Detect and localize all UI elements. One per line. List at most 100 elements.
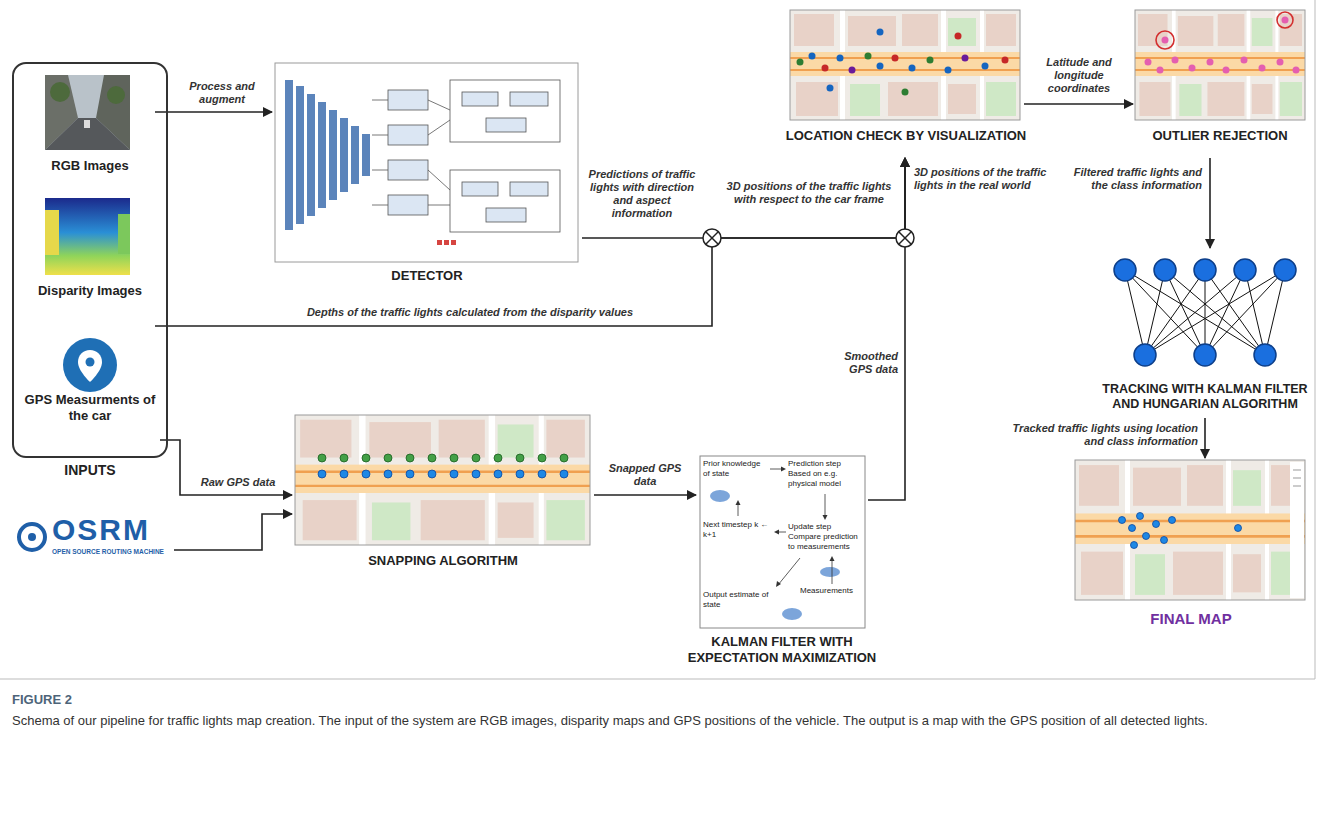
snapping-map <box>472 470 480 478</box>
detector-network-figure <box>285 80 370 230</box>
detector-network-figure <box>318 102 326 208</box>
osrm-logo-ring <box>19 524 45 550</box>
final-map <box>1161 537 1168 544</box>
kalman-cycle-figure <box>736 500 741 505</box>
bipartite-graph <box>1145 270 1245 355</box>
bipartite-graph <box>1114 259 1136 281</box>
snapping-map <box>450 470 458 478</box>
bipartite-graph <box>1265 270 1285 355</box>
multiply-junction <box>703 229 721 247</box>
outlier-rejection-map <box>1135 10 1305 120</box>
gps-input: GPS Measurments of the car <box>20 336 160 450</box>
outlier-rejection-map <box>1172 57 1179 64</box>
detector-network-figure <box>388 125 428 145</box>
figure-caption: Schema of our pipeline for traffic light… <box>12 712 1302 730</box>
snapping-map <box>340 470 348 478</box>
snapping-map <box>318 454 568 462</box>
bipartite-graph <box>1114 259 1296 366</box>
flow-arrow <box>155 111 272 113</box>
process-box: OUTLIER REJECTION <box>1133 8 1307 158</box>
snapping-map <box>295 415 590 545</box>
disparity-map <box>118 214 130 254</box>
kalman-cycle-figure <box>830 556 835 561</box>
snapping-map <box>362 454 370 462</box>
bipartite-graph <box>1154 259 1176 281</box>
kalman-cycle-figure <box>782 608 802 620</box>
rgb-street-photo <box>50 82 70 102</box>
detector-network-figure <box>285 80 293 230</box>
outlier-rejection-map <box>1223 67 1230 74</box>
flow-arrow <box>594 494 696 496</box>
outlier-rejection-map <box>1145 59 1152 66</box>
location-check-map <box>909 65 916 72</box>
snapping-map <box>295 415 590 545</box>
figure-number: FIGURE 2 <box>12 692 312 707</box>
location-check-map <box>797 59 804 66</box>
snapping-map <box>428 454 436 462</box>
bipartite-graph <box>1145 270 1165 355</box>
detector-network-figure <box>372 100 388 101</box>
detector-network-figure <box>444 240 449 245</box>
bipartite-graph <box>1125 270 1265 355</box>
detector-network-figure <box>329 110 337 200</box>
multiply-junction <box>706 232 718 244</box>
location-check-map <box>827 85 834 92</box>
final-map <box>1075 460 1305 600</box>
location-check-map <box>790 10 1020 120</box>
flow-arrow <box>155 158 905 326</box>
node-caption: LOCATION CHECK BY VISUALIZATION <box>774 128 1038 144</box>
flow-arrow <box>1204 418 1206 458</box>
snapping-map <box>494 470 502 478</box>
kalman-cycle-figure <box>776 581 781 587</box>
detector-network-figure <box>428 170 450 190</box>
detector-network-figure <box>428 100 450 110</box>
detector-network-figure <box>372 205 388 206</box>
outlier-rejection-map <box>1157 67 1164 74</box>
bipartite-graph <box>1254 344 1276 366</box>
multiply-junction <box>703 229 721 247</box>
final-map <box>1119 517 1126 524</box>
final-map <box>1293 478 1301 479</box>
bipartite-graph <box>1245 270 1265 355</box>
location-check-map <box>790 10 1020 120</box>
detector-network-figure <box>388 195 428 215</box>
detector-network-figure <box>462 182 498 196</box>
multiply-junction <box>896 229 914 247</box>
kalman-cycle-figure <box>778 558 800 585</box>
osrm-logo: OSRMOPEN SOURCE ROUTING MACHINE <box>14 508 174 568</box>
figure-text: Prior knowledge of state <box>703 459 767 479</box>
outlier-rejection-map <box>1241 57 1248 64</box>
snapping-map <box>494 454 502 462</box>
location-check-map <box>962 55 969 62</box>
edge-label: Smoothed GPS data <box>826 350 898 376</box>
bipartite-graph <box>1205 270 1265 355</box>
detector-network-figure <box>510 182 548 196</box>
node-caption: OUTLIER REJECTION <box>1133 128 1307 144</box>
bipartite-graph <box>1205 270 1245 355</box>
location-check-map <box>945 67 952 74</box>
outlier-rejection-map <box>1277 12 1293 28</box>
snapping-map <box>384 470 392 478</box>
image-input: RGB Images <box>25 72 155 184</box>
location-check-map <box>865 53 872 60</box>
final-map <box>1293 470 1301 471</box>
node-caption: Disparity Images <box>25 283 155 299</box>
kalman-cycle-figure <box>781 467 786 472</box>
edge-label: Filtered traffic lights and the class in… <box>1062 166 1202 192</box>
snapping-map <box>406 470 414 478</box>
detector-network-figure <box>372 170 388 171</box>
kalman-cycle-figure <box>823 515 828 520</box>
outlier-rejection-map <box>1282 17 1289 24</box>
rgb-street-photo <box>107 86 125 104</box>
edge-label: Predictions of traffic lights with direc… <box>584 168 700 220</box>
final-map <box>1153 521 1160 528</box>
detector-network-figure <box>510 92 548 106</box>
bipartite-graph <box>1134 344 1156 366</box>
kalman-cycle-figure <box>700 456 865 628</box>
bipartite-graph <box>1125 270 1205 355</box>
figure-text: Output estimate of state <box>703 590 773 610</box>
detector-network-figure <box>296 86 304 224</box>
image-input: Disparity Images <box>25 194 155 334</box>
final-map <box>1235 525 1242 532</box>
multiply-junction <box>706 232 718 244</box>
